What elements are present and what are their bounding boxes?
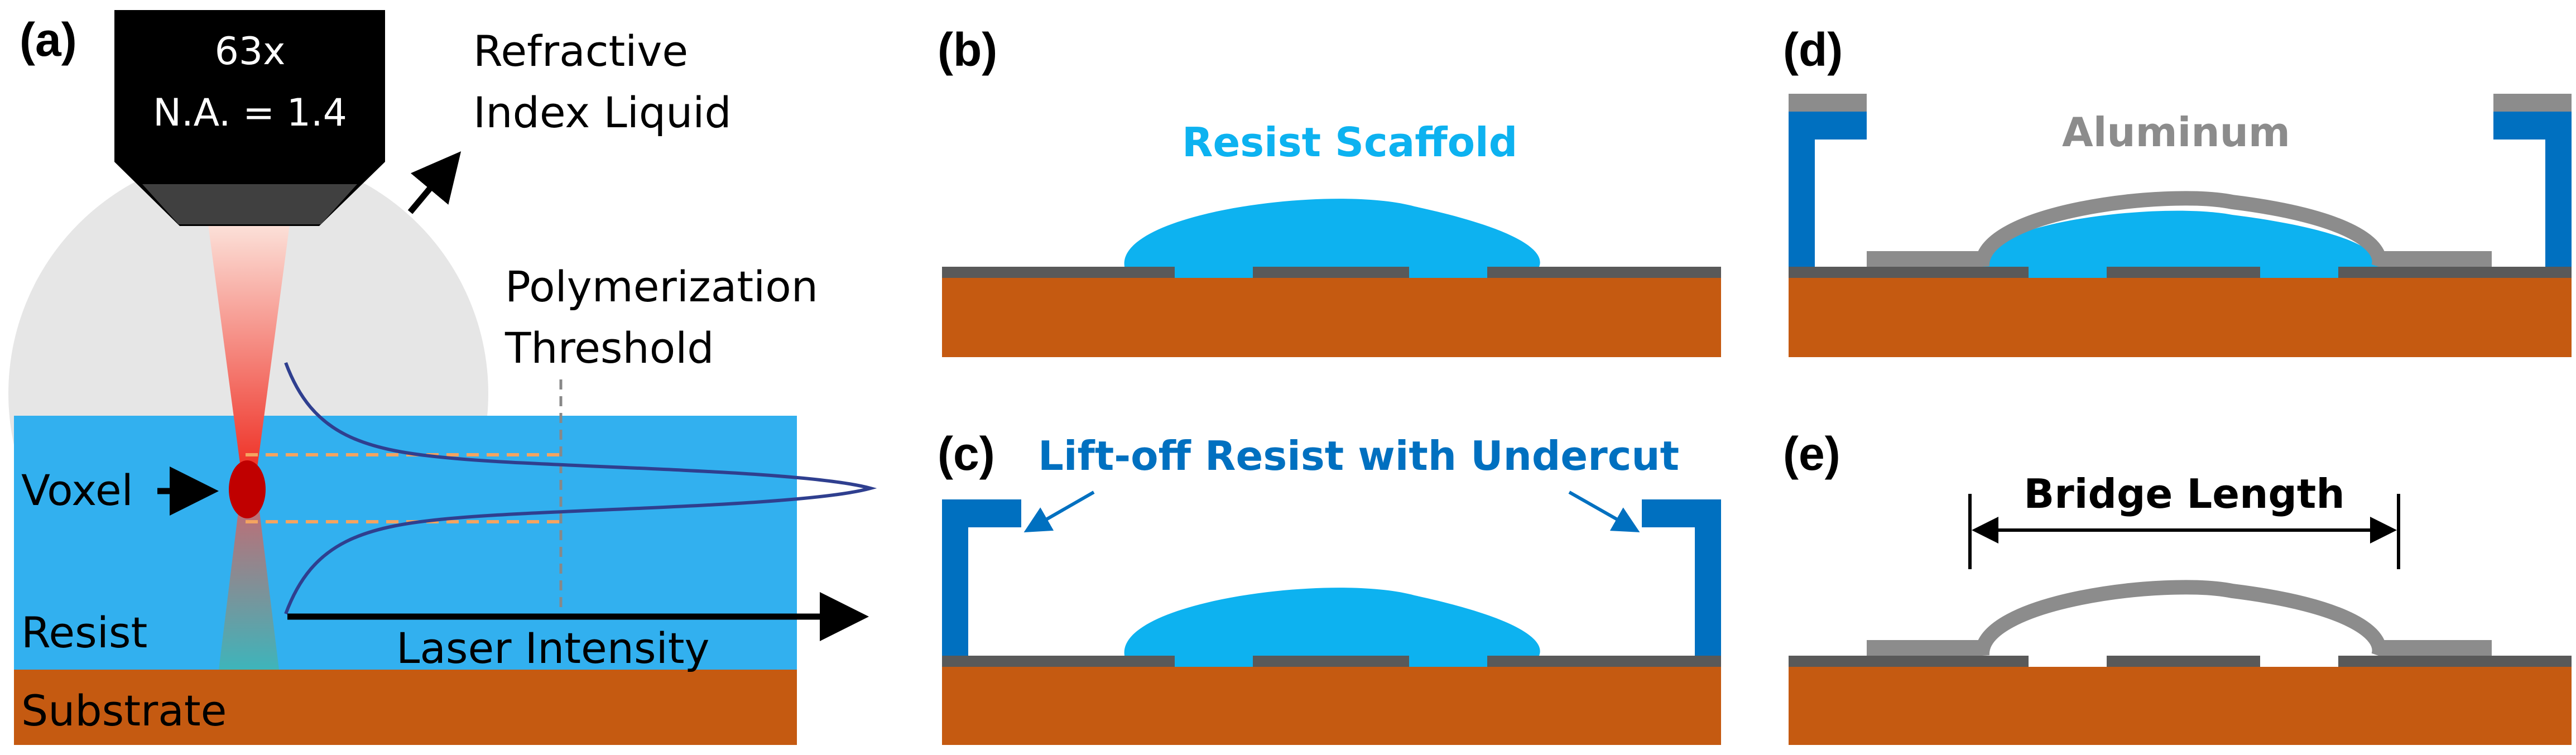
aluminum-cap-right — [2493, 94, 2572, 112]
immersion-label-line2: Index Liquid — [473, 88, 732, 137]
gap-c-1 — [1175, 656, 1253, 667]
gap-c-2 — [1409, 656, 1487, 667]
objective-lens — [114, 10, 385, 226]
liftoff-resist-left — [942, 499, 1021, 656]
substrate-d — [1789, 278, 2572, 357]
panel-e: (e) Bridge Length — [1783, 427, 2572, 745]
panel-b-label: (b) — [938, 23, 997, 76]
aluminum-pad-right-e — [2380, 640, 2492, 656]
gap-b-1 — [1175, 267, 1253, 278]
substrate-a — [14, 670, 797, 745]
immersion-arrow — [407, 151, 462, 214]
aluminum-pad-right-d — [2380, 251, 2492, 267]
substrate-label: Substrate — [21, 686, 227, 735]
gap-b-2 — [1409, 267, 1487, 278]
aluminum-bridge-d — [1975, 191, 2387, 270]
voxel-label: Voxel — [21, 465, 133, 515]
substrate-e — [1789, 667, 2572, 745]
electrode-layer-b — [942, 267, 1721, 278]
objective-na: N.A. = 1.4 — [153, 91, 347, 135]
panel-e-label: (e) — [1783, 427, 1840, 480]
gap-d-2 — [2260, 267, 2338, 278]
panel-a: 63x N.A. = 1.4 Refractive Index Liquid P… — [8, 10, 877, 745]
voxel — [229, 460, 266, 518]
bridge-label-bg — [2020, 469, 2349, 518]
resist-scaffold-d — [1981, 210, 2379, 267]
aluminum-label: Aluminum — [2062, 109, 2290, 156]
substrate-b — [942, 278, 1721, 357]
objective-magnification: 63x — [215, 30, 286, 74]
resist-layer — [14, 416, 797, 670]
objective-tip — [142, 184, 357, 224]
undercut-arrow-right — [1568, 490, 1640, 532]
threshold-label-line1: Polymerization — [505, 262, 818, 311]
resist-scaffold-c — [1124, 588, 1540, 656]
liftoff-resist-right — [1642, 499, 1721, 656]
undercut-arrow-left — [1023, 490, 1095, 532]
liftoff-resist-right-d — [2493, 112, 2572, 267]
resist-label: Resist — [21, 608, 147, 657]
liftoff-resist-left-d — [1789, 112, 1867, 267]
bridge-length-label: Bridge Length — [2024, 470, 2344, 517]
laser-beam-exit-cone — [219, 480, 279, 670]
panel-c: (c) Lift-off Resist with Undercut — [938, 427, 1721, 745]
resist-scaffold-b — [1124, 199, 1540, 267]
intensity-curve — [284, 362, 877, 615]
threshold-label-line2: Threshold — [504, 323, 714, 373]
panel-a-label: (a) — [20, 13, 77, 66]
aluminum-cap-left — [1789, 94, 1867, 112]
gap-d-1 — [2029, 267, 2107, 278]
panel-d: (d) Aluminum — [1783, 23, 2572, 357]
intensity-axis-label: Laser Intensity — [396, 623, 709, 673]
substrate-c — [942, 667, 1721, 745]
electrode-layer-e — [1789, 656, 2572, 667]
panel-d-label: (d) — [1783, 23, 1843, 76]
immersion-label-line1: Refractive — [473, 26, 688, 76]
liftoff-label: Lift-off Resist with Undercut — [1038, 432, 1679, 479]
scaffold-label: Resist Scaffold — [1182, 119, 1517, 166]
aluminum-bridge-e — [1975, 580, 2387, 658]
gap-e-1 — [2029, 656, 2107, 667]
laser-beam-focus-cone — [208, 220, 290, 480]
aluminum-pad-left-d — [1867, 251, 1981, 267]
panel-c-label: (c) — [938, 427, 995, 480]
electrode-layer-c — [942, 656, 1721, 667]
electrode-layer-d — [1789, 267, 2572, 278]
gap-e-2 — [2260, 656, 2338, 667]
aluminum-pad-left-e — [1867, 640, 1981, 656]
panel-b: (b) Resist Scaffold — [938, 23, 1721, 357]
